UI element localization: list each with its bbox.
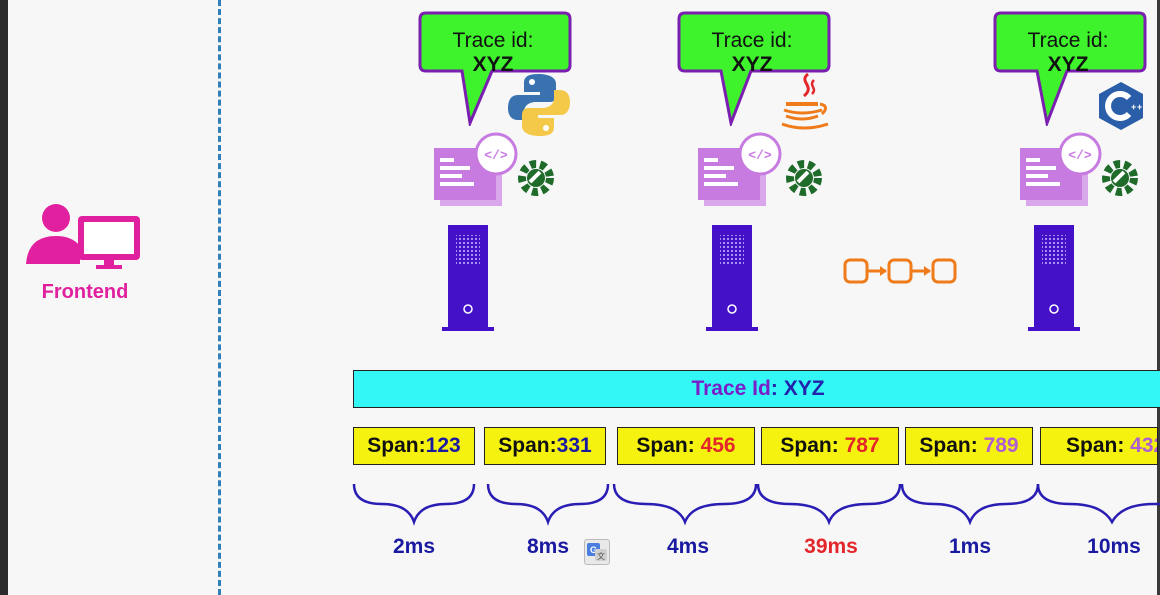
span-prefix: Span:	[1066, 434, 1131, 457]
bubble-line1: Trace id:	[1027, 29, 1109, 52]
java-icon	[778, 72, 834, 137]
window-frame-left	[0, 0, 8, 595]
trace-id-bubble-1: Trace id:XYZ	[418, 11, 572, 126]
span-box: Span: 787	[761, 427, 899, 465]
duration-brace	[486, 483, 610, 526]
span-id: 123	[425, 434, 461, 457]
trace-id-value: XYZ	[783, 377, 825, 400]
bubble-line1: Trace id:	[711, 29, 793, 52]
trace-id-key: Trace Id	[691, 377, 771, 400]
span-prefix: Span:	[636, 434, 701, 457]
span-id: 789	[983, 434, 1019, 457]
svg-text:文: 文	[597, 551, 605, 561]
frontend-user-icon	[20, 198, 150, 275]
span-prefix: Span:	[498, 434, 557, 457]
svg-text:G: G	[590, 545, 597, 555]
code-gear-icon: </>	[698, 132, 828, 217]
span-box: Span:123	[353, 427, 475, 465]
server-icon	[706, 225, 758, 335]
span-box: Span:331	[484, 427, 606, 465]
duration-brace	[900, 483, 1040, 526]
bubble-line1: Trace id:	[452, 29, 534, 52]
span-id: 787	[844, 434, 880, 457]
svg-text:</>: </>	[484, 148, 508, 163]
boundary-divider	[218, 0, 221, 595]
bubble-line2: XYZ	[1047, 53, 1089, 76]
window-frame-right	[1157, 0, 1160, 595]
duration-label: 39ms	[804, 535, 858, 558]
trace-id-bubble-2: Trace id:XYZ	[677, 11, 831, 126]
span-box: Span: 432	[1040, 427, 1158, 465]
duration-label: 8ms	[526, 535, 570, 558]
code-gear-icon: </>	[434, 132, 564, 217]
svg-text:+: +	[1131, 102, 1136, 112]
trace-id-sep: :	[770, 377, 784, 400]
svg-text:+: +	[1137, 102, 1142, 112]
bubble-line2: XYZ	[731, 53, 773, 76]
duration-label: 1ms	[948, 535, 992, 558]
svg-text:</>: </>	[748, 148, 772, 163]
span-box: Span: 456	[617, 427, 755, 465]
duration-brace	[612, 483, 758, 526]
span-box: Span: 789	[905, 427, 1033, 465]
span-prefix: Span:	[780, 434, 845, 457]
span-prefix: Span:	[367, 434, 426, 457]
server-icon	[442, 225, 494, 335]
chain-link-icon	[842, 256, 962, 291]
code-gear-icon: </>	[1020, 132, 1150, 217]
trace-id-bar: Trace Id: XYZ	[353, 370, 1160, 408]
duration-label: 4ms	[666, 535, 710, 558]
span-id: 331	[556, 434, 592, 457]
server-icon	[1028, 225, 1080, 335]
translate-icon[interactable]: G 文	[584, 539, 610, 565]
duration-label: 2ms	[392, 535, 436, 558]
cpp-icon: + +	[1097, 80, 1145, 137]
python-icon	[506, 72, 572, 143]
duration-label: 10ms	[1087, 535, 1141, 558]
trace-id-bubble-3: Trace id:XYZ	[993, 11, 1147, 126]
duration-brace	[1036, 483, 1160, 525]
duration-brace	[756, 483, 902, 526]
svg-text:</>: </>	[1068, 148, 1092, 163]
bubble-line2: XYZ	[472, 53, 514, 76]
duration-brace	[352, 483, 476, 526]
span-id: 432	[1130, 434, 1157, 457]
frontend-label: Frontend	[41, 281, 129, 303]
span-id: 456	[700, 434, 736, 457]
span-prefix: Span:	[919, 434, 984, 457]
